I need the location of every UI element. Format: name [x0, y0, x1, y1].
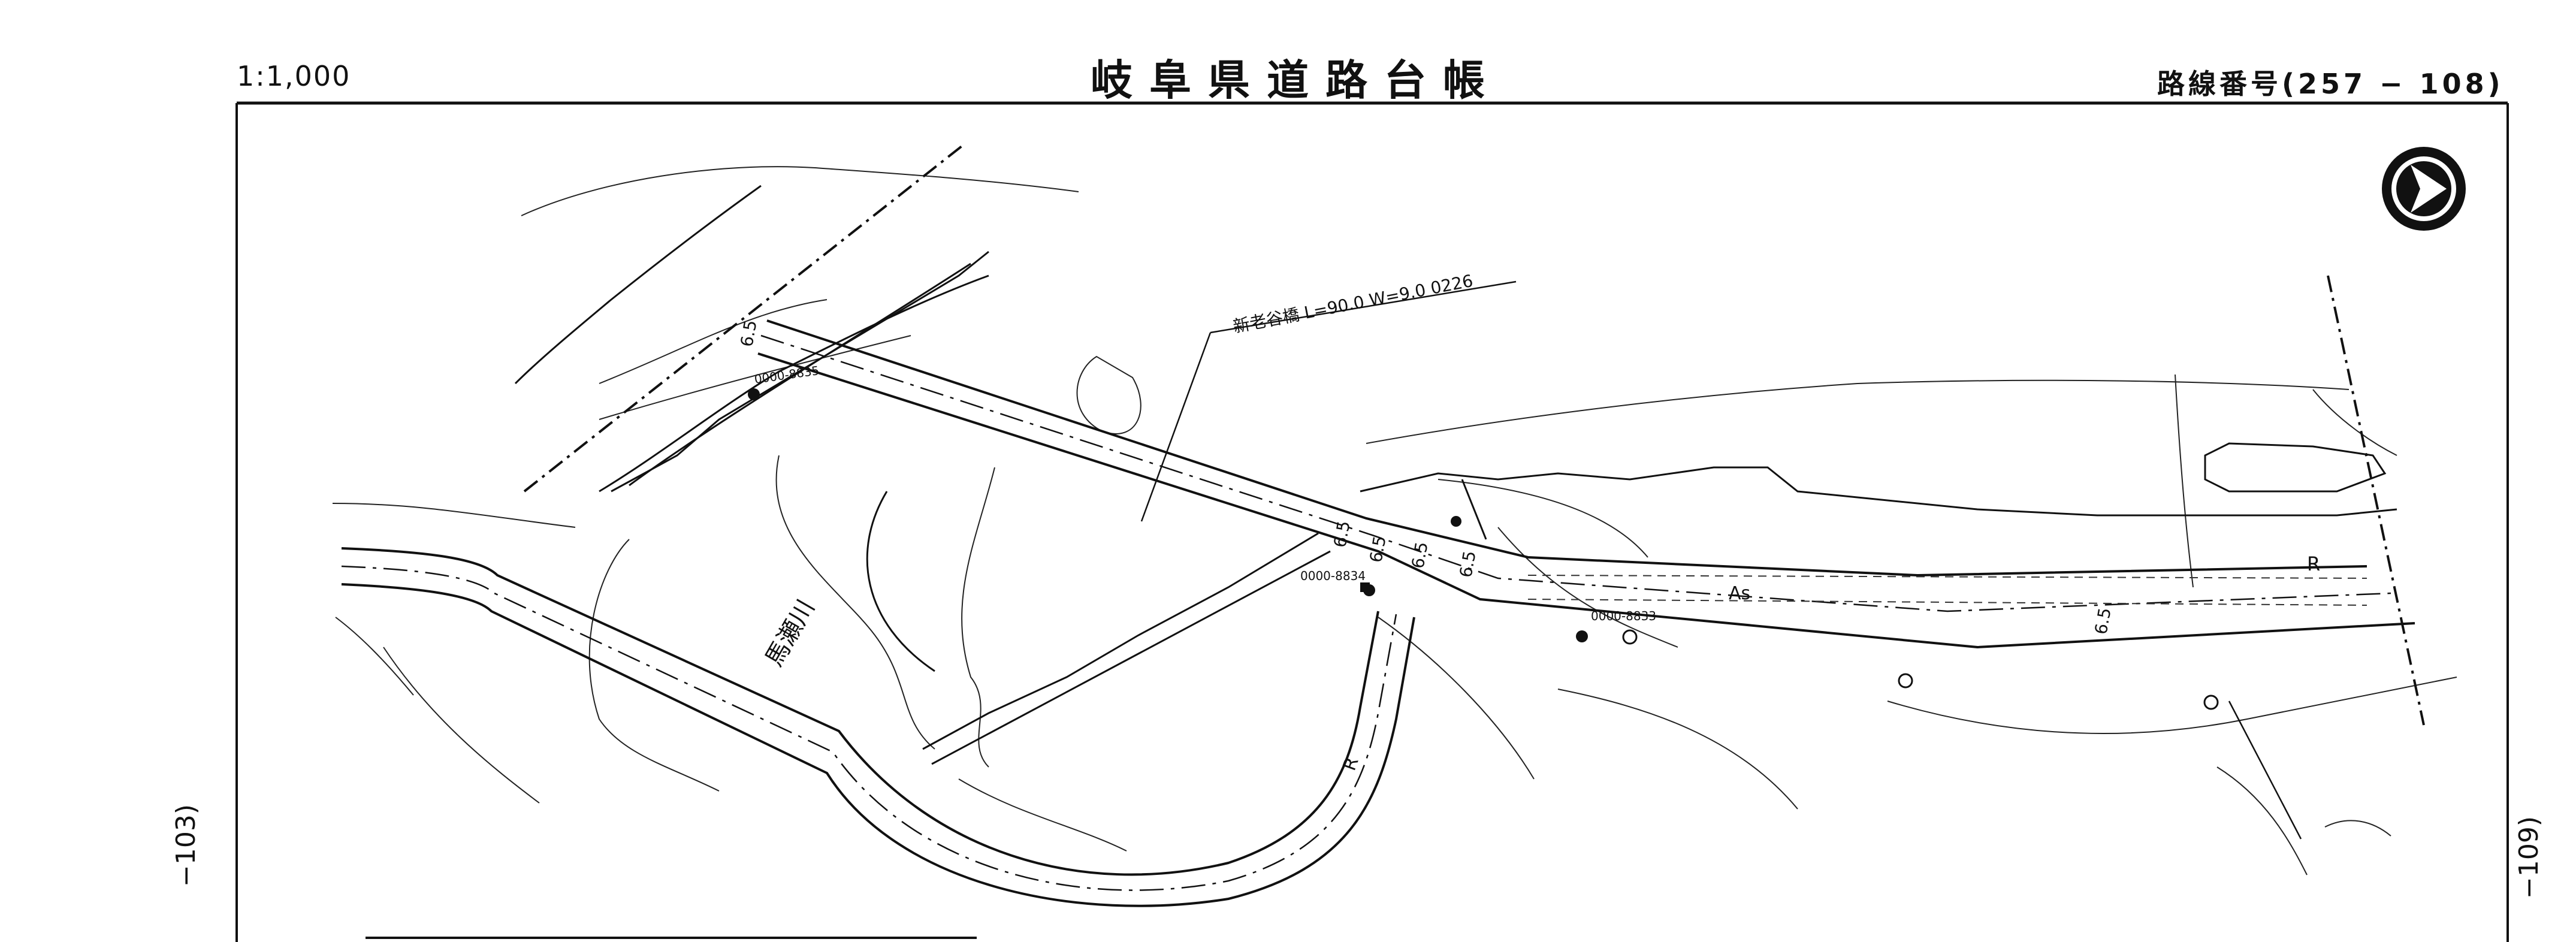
road-lane-dashes	[1527, 575, 2367, 606]
width-label: 6.5	[736, 319, 760, 349]
width-label: 6.5	[1330, 520, 1354, 550]
route-number: 路線番号(257 − 108)	[2157, 68, 2504, 100]
survey-points	[748, 388, 1588, 642]
road-centerlines	[341, 334, 2391, 891]
north-arrow-icon	[2382, 147, 2466, 231]
river-banks	[514, 185, 989, 672]
point-label: 0000-8833	[1591, 609, 1656, 623]
width-label: 6.5	[1408, 541, 1432, 570]
page-title: 岐阜県道路台帳	[1091, 55, 1502, 105]
map-scale: 1:1,000	[237, 60, 351, 92]
bridge-leader	[1140, 280, 2302, 840]
river-label: 馬瀬川	[760, 595, 820, 671]
width-label: 6.5	[1455, 550, 1479, 579]
boundary-line	[523, 143, 2425, 726]
terrain-contours	[332, 166, 2457, 875]
width-label: 6.5	[2091, 606, 2115, 636]
road-r-label: R	[2307, 552, 2320, 575]
map-frame	[235, 101, 2509, 942]
point-label: 0000-8834	[1300, 569, 1366, 583]
width-label: 6.5	[1366, 535, 1390, 564]
hydrant-icons	[1622, 629, 2219, 710]
surface-label: As	[1729, 583, 1750, 604]
retaining-walls	[611, 250, 2397, 765]
bridge-label: 新老谷橋 L=90.0 W=9.0 0226	[1231, 271, 1475, 337]
